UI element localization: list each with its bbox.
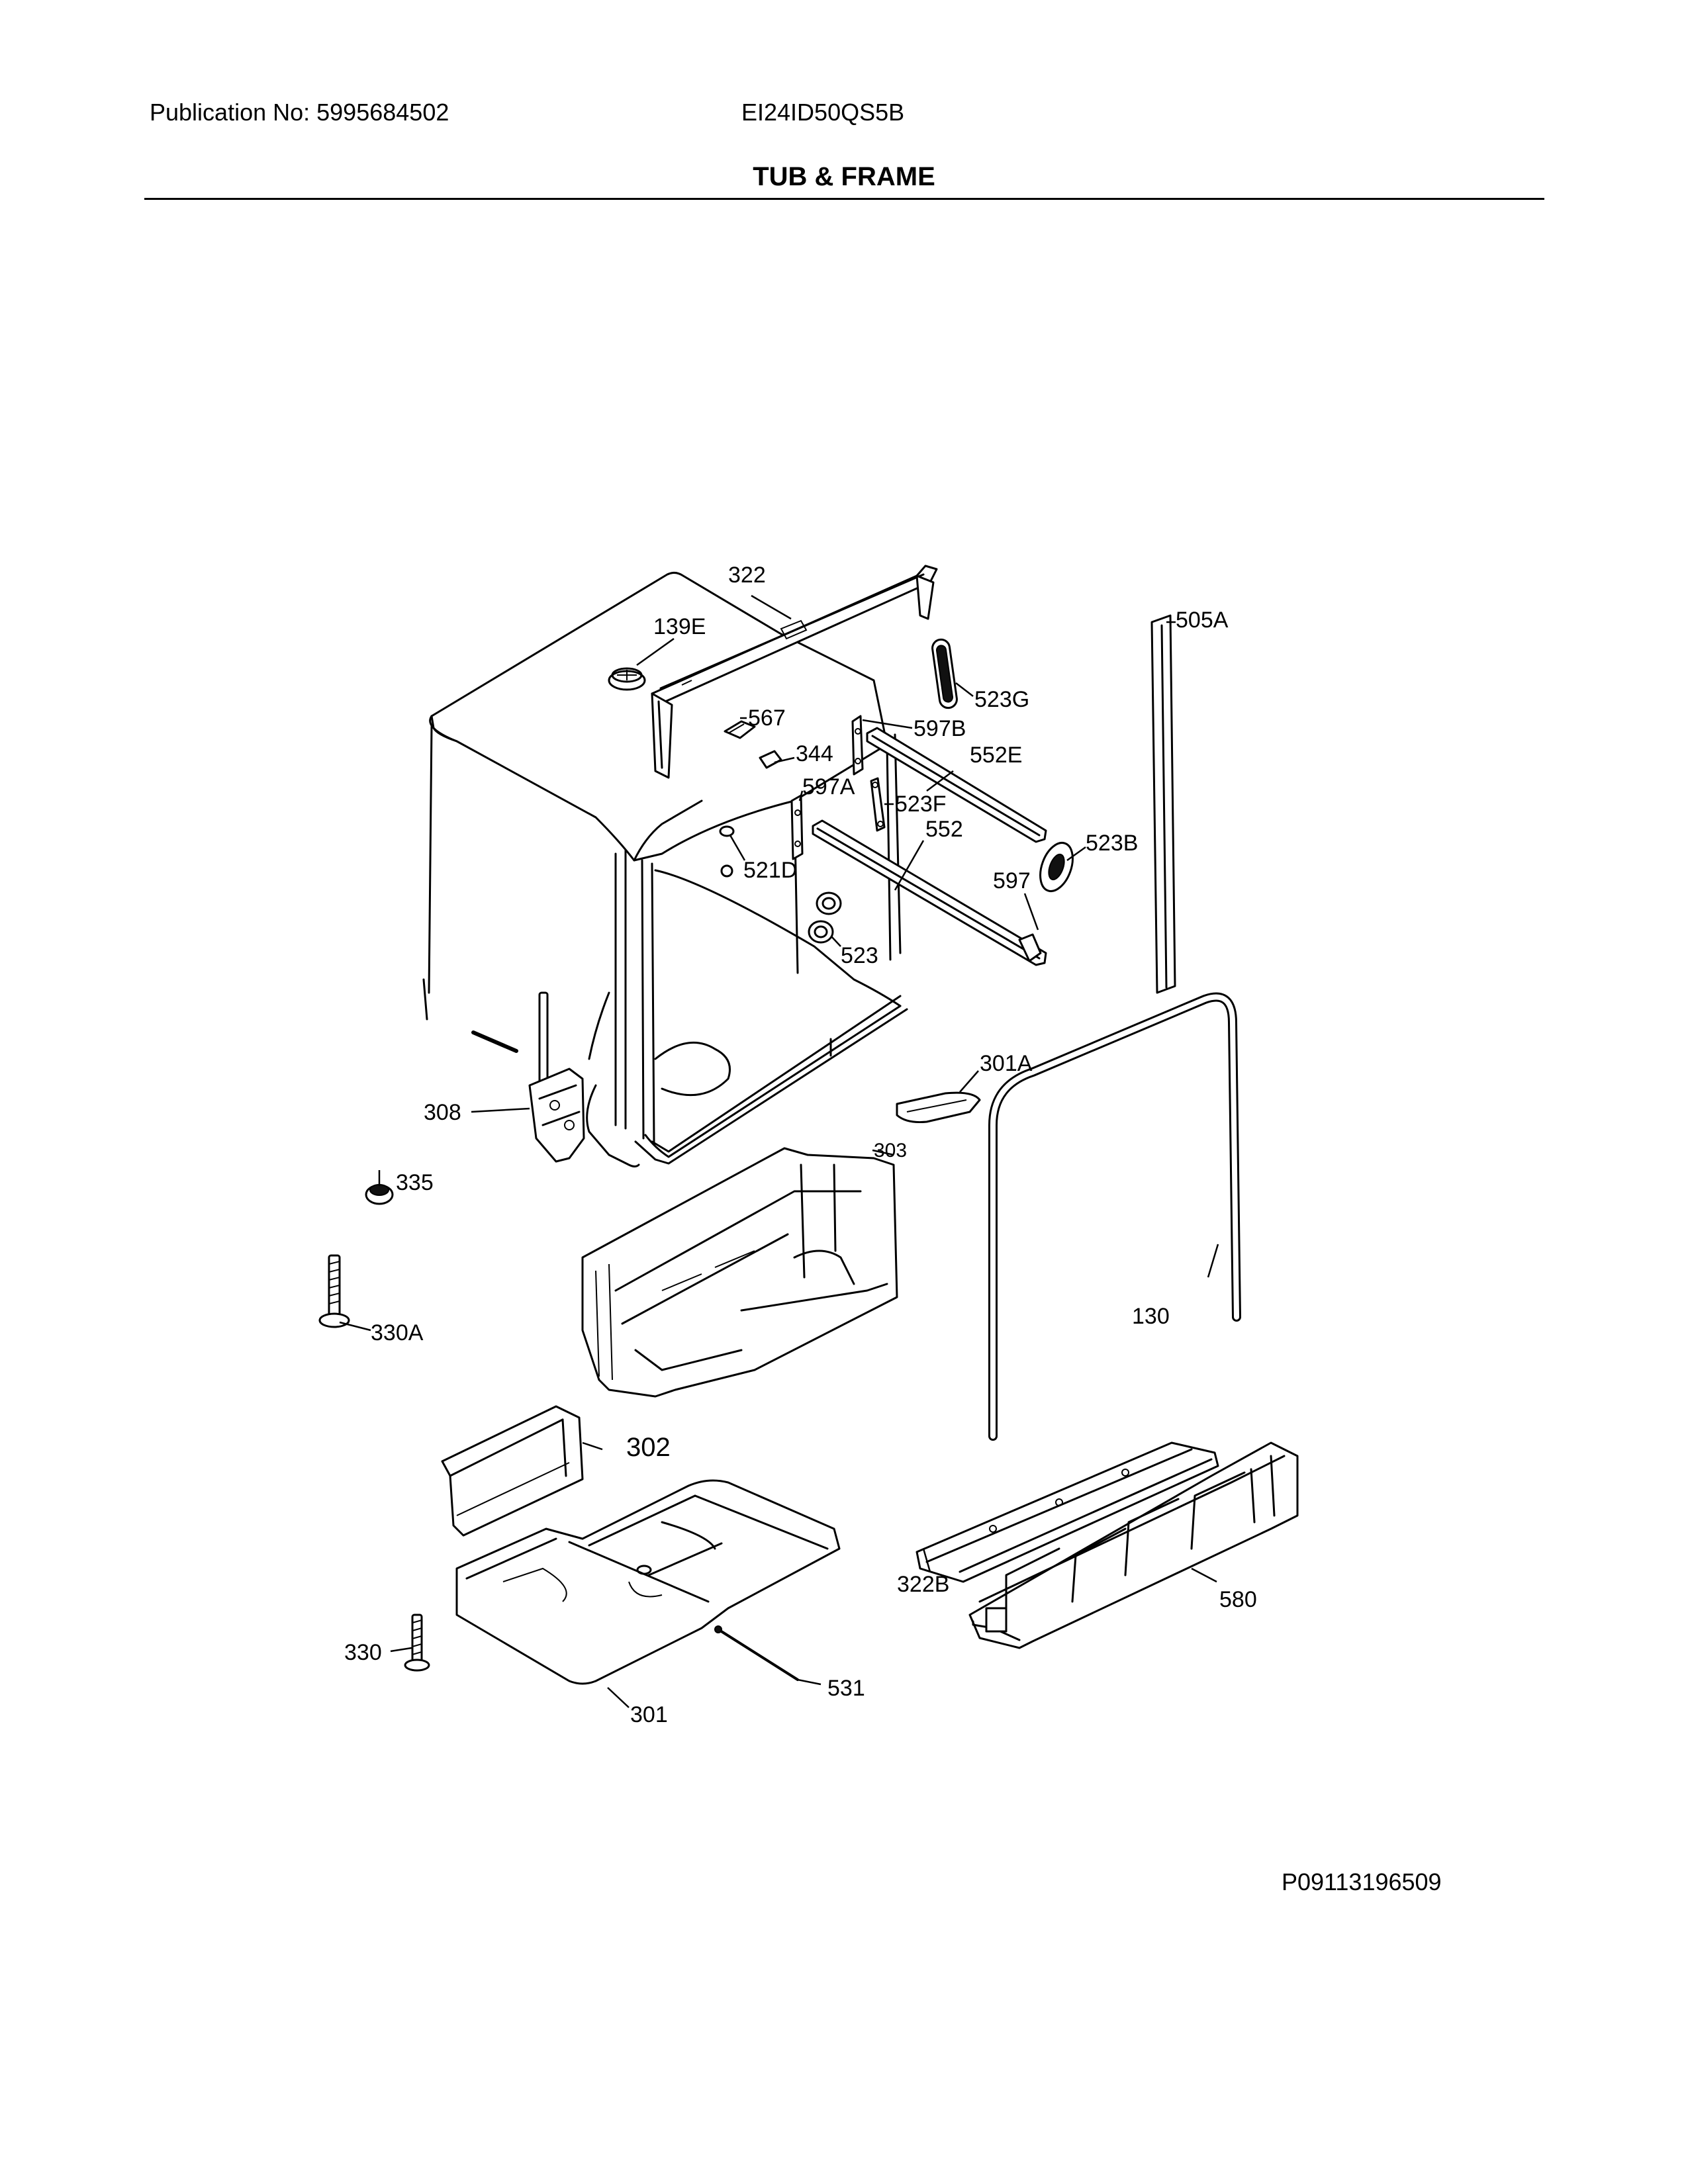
bracket-344 (759, 750, 782, 769)
label-330: 330 (344, 1640, 382, 1665)
rail-552 (812, 819, 1047, 966)
label-302: 302 (626, 1433, 671, 1462)
label-552: 552 (925, 817, 963, 842)
rail-322b (915, 1441, 1219, 1583)
label-523f: 523F (895, 792, 947, 817)
label-567: 567 (748, 705, 786, 731)
gasket-130 (988, 992, 1241, 1441)
label-523b: 523B (1086, 831, 1138, 856)
label-130: 130 (1132, 1304, 1170, 1329)
screw-330a (318, 1254, 350, 1328)
label-580: 580 (1219, 1587, 1257, 1612)
label-531: 531 (827, 1676, 865, 1701)
publication-number: Publication No: 5995684502 (150, 99, 449, 126)
label-597a: 597A (802, 774, 855, 799)
page-title: TUB & FRAME (753, 162, 935, 191)
base-pan-301 (455, 1479, 841, 1685)
header-divider (144, 198, 1544, 200)
screw-330 (404, 1614, 430, 1672)
frame-580 (968, 1441, 1299, 1649)
cover-301a (896, 1091, 981, 1123)
label-301a: 301A (980, 1051, 1033, 1076)
label-308: 308 (424, 1100, 461, 1125)
model-number: EI24ID50QS5B (741, 99, 905, 126)
label-344: 344 (796, 741, 833, 766)
label-303: 303 (874, 1140, 907, 1161)
fittings-523 (808, 891, 842, 944)
grommet-521d (719, 825, 735, 837)
label-330a: 330A (371, 1320, 424, 1345)
label-552e: 552E (970, 743, 1022, 768)
label-523: 523 (841, 943, 878, 968)
rail-552e (866, 727, 1047, 843)
diagram-part-number: P09113196509 (1282, 1868, 1442, 1895)
tub (422, 571, 908, 1167)
hinge-597b (851, 715, 864, 776)
label-335: 335 (396, 1170, 434, 1195)
label-597: 597 (993, 868, 1031, 893)
hinge-308 (471, 991, 585, 1163)
rod-531 (714, 1625, 799, 1681)
frame-bracket-322 (651, 565, 938, 779)
label-322: 322 (728, 563, 766, 588)
leader-lines (339, 594, 1219, 1708)
gasket-523g (931, 638, 958, 709)
panel-302 (441, 1405, 584, 1537)
label-521d: 521D (743, 858, 797, 883)
label-139e: 139E (653, 614, 706, 639)
base-303 (581, 1147, 898, 1398)
nut-335 (365, 1184, 394, 1205)
hinge-597a (790, 794, 804, 860)
link-523f (870, 777, 886, 832)
clip-567 (724, 720, 756, 739)
clip-597 (1018, 933, 1042, 962)
seal-505a (1150, 614, 1176, 994)
bearing-523b (1039, 842, 1074, 892)
label-597b: 597B (914, 716, 966, 741)
label-505a: 505A (1176, 608, 1229, 633)
label-322b: 322B (897, 1572, 949, 1597)
label-523g: 523G (974, 687, 1029, 712)
label-301: 301 (630, 1702, 668, 1727)
cap-139e (608, 667, 646, 691)
